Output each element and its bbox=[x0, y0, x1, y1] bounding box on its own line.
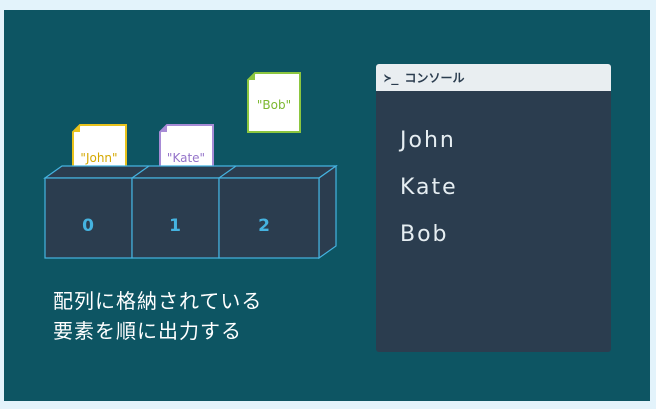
index-label-1: 1 bbox=[169, 216, 181, 236]
console-line: John bbox=[400, 128, 456, 153]
array-box-0 bbox=[44, 177, 133, 259]
console-line: Kate bbox=[400, 175, 458, 200]
card-label-kate: "Kate" bbox=[167, 151, 205, 165]
console-title: コンソール bbox=[404, 71, 465, 85]
card-label-bob: "Bob" bbox=[257, 98, 291, 112]
array-box-top bbox=[43, 165, 338, 179]
console-title-bar: ≻_ コンソール bbox=[376, 64, 611, 91]
element-card-bob: "Bob" bbox=[247, 72, 301, 133]
console-line: Bob bbox=[400, 222, 449, 247]
console-output: John Kate Bob bbox=[376, 91, 611, 267]
array-diagram: "John" "Kate" "Bob" 0 1 2 bbox=[43, 72, 338, 260]
card-label-john: "John" bbox=[80, 151, 117, 165]
slide-frame: "John" "Kate" "Bob" 0 1 2 配列に格納されている 要素を… bbox=[4, 10, 650, 401]
caption-line-2: 要素を順に出力する bbox=[53, 319, 242, 343]
console-panel: ≻_ コンソール John Kate Bob bbox=[376, 64, 611, 352]
caption-line-1: 配列に格納されている bbox=[53, 289, 263, 313]
array-box-2 bbox=[218, 177, 320, 259]
array-box-1 bbox=[131, 177, 220, 259]
array-boxes bbox=[43, 164, 338, 260]
terminal-icon: ≻_ bbox=[384, 70, 399, 85]
array-box-side bbox=[318, 164, 337, 260]
index-label-2: 2 bbox=[258, 216, 270, 236]
caption: 配列に格納されている 要素を順に出力する bbox=[53, 286, 262, 346]
index-label-0: 0 bbox=[82, 216, 94, 236]
